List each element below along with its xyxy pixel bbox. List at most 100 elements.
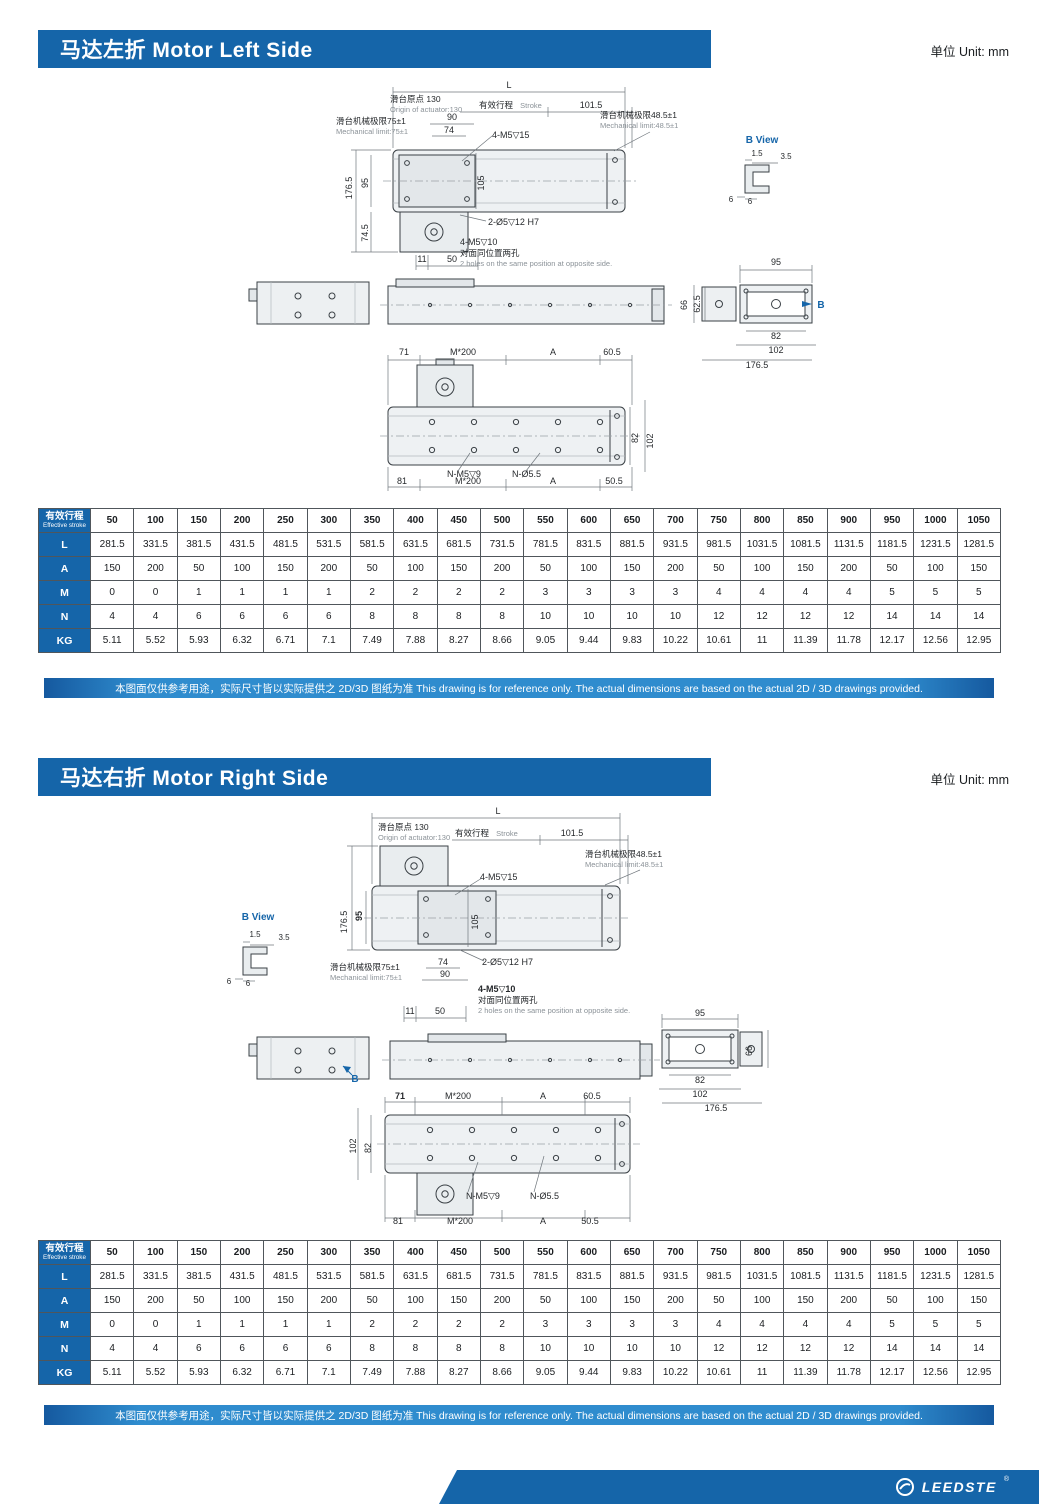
dim-value: 4 [133, 604, 178, 629]
dim-value: 5.93 [176, 628, 221, 653]
dim-label: 74 [438, 957, 448, 967]
dim-value: 1181.5 [869, 1264, 915, 1289]
brand-text: LEEDSTE [921, 1479, 997, 1495]
dim-value: 5 [869, 580, 915, 605]
dim-value: 10 [523, 1336, 568, 1361]
dim-value: 931.5 [653, 1264, 698, 1289]
end-view [659, 1014, 769, 1104]
dim-label: 对面同位置两孔 [478, 995, 538, 1005]
dim-label: 176.5 [746, 360, 769, 370]
dim-label: 50.5 [605, 476, 623, 486]
dim-label: 102 [768, 345, 783, 355]
dim-label: 95 [354, 911, 364, 921]
dim-value: 281.5 [89, 1264, 135, 1289]
top-view [383, 149, 636, 253]
stroke-value: 550 [523, 1240, 568, 1265]
dim-value: 6 [306, 604, 351, 629]
dim-value: 12 [826, 604, 871, 629]
dim-value: 631.5 [393, 532, 438, 557]
dim-value: 12 [783, 604, 828, 629]
stroke-value: 400 [393, 1240, 438, 1265]
dim-value: 1081.5 [783, 532, 828, 557]
dim-value: 10.61 [696, 628, 741, 653]
dim-value: 331.5 [133, 532, 178, 557]
stroke-value: 150 [176, 508, 221, 533]
dim-value: 100 [739, 1288, 785, 1313]
dim-label: 滑台原点 130 [390, 94, 441, 104]
dim-value: 14 [956, 1336, 1002, 1361]
dim-value: 1 [306, 580, 351, 605]
dim-value: 100 [566, 556, 611, 581]
dim-value: 8 [393, 604, 438, 629]
dim-label: 90 [440, 969, 450, 979]
dim-label: 对面同位置两孔 [460, 248, 520, 258]
row-label-kg: KG [38, 628, 91, 653]
dim-value: 8.66 [479, 1360, 525, 1385]
dim-label: 60.5 [583, 1091, 601, 1101]
dim-value: 9.05 [523, 628, 568, 653]
dim-label: 2-Ø5▽12 H7 [482, 957, 533, 967]
dim-label: M*200 [445, 1091, 471, 1101]
dim-value: 12 [739, 1336, 785, 1361]
dim-value: 9.05 [523, 1360, 568, 1385]
stroke-value: 100 [133, 508, 178, 533]
registered-mark: ® [1003, 1476, 1009, 1483]
dim-value: 6 [219, 604, 265, 629]
dim-value: 8 [436, 1336, 481, 1361]
dim-value: 1 [176, 1312, 221, 1337]
dim-value: 200 [653, 1288, 698, 1313]
stroke-value: 300 [306, 1240, 351, 1265]
dim-label: 6 [748, 197, 753, 206]
dim-label: 71 [399, 347, 409, 357]
dim-value: 5 [956, 580, 1002, 605]
dim-value: 2 [349, 580, 395, 605]
dim-value: 3 [653, 1312, 698, 1337]
dim-value: 9.83 [609, 1360, 655, 1385]
dim-label: 101.5 [561, 828, 584, 838]
dim-value: 12.95 [956, 1360, 1002, 1385]
dim-value: 0 [89, 1312, 135, 1337]
dim-value: 200 [306, 556, 351, 581]
stroke-value: 650 [609, 508, 655, 533]
dim-value: 7.49 [349, 628, 395, 653]
row-label-a: A [38, 556, 91, 581]
dim-value: 12 [739, 604, 785, 629]
dim-value: 3 [609, 1312, 655, 1337]
dim-value: 4 [133, 1336, 178, 1361]
dim-value: 2 [436, 580, 481, 605]
dim-label: 95 [360, 178, 370, 188]
dim-value: 10 [653, 1336, 698, 1361]
dim-value: 1081.5 [783, 1264, 828, 1289]
dim-value: 0 [89, 580, 135, 605]
dim-value: 12 [696, 604, 741, 629]
stroke-value: 600 [566, 508, 611, 533]
dim-value: 6 [176, 604, 221, 629]
dim-label: 6 [246, 979, 251, 988]
dim-label: M*200 [455, 476, 481, 486]
row-label-n: N [38, 1336, 91, 1361]
dim-label: 有效行程 [455, 828, 490, 838]
dim-value: 881.5 [609, 1264, 655, 1289]
dim-value: 4 [696, 580, 741, 605]
dim-value: 50 [523, 1288, 568, 1313]
dim-value: 4 [783, 580, 828, 605]
dim-value: 200 [826, 556, 871, 581]
dim-value: 631.5 [393, 1264, 438, 1289]
dim-value: 3 [609, 580, 655, 605]
dim-value: 150 [956, 1288, 1002, 1313]
dim-value: 100 [913, 556, 958, 581]
stroke-value: 850 [783, 508, 828, 533]
dim-value: 150 [609, 556, 655, 581]
dim-value: 731.5 [479, 532, 525, 557]
dim-value: 7.1 [306, 1360, 351, 1385]
stroke-value: 900 [826, 1240, 871, 1265]
dim-label: 74.5 [360, 224, 370, 242]
dim-label: 102 [348, 1138, 358, 1153]
dim-value: 1231.5 [913, 532, 958, 557]
dim-value: 981.5 [696, 532, 741, 557]
side-views [248, 1033, 660, 1080]
section-title-text: 马达右折 Motor Right Side [60, 767, 329, 790]
dim-value: 6 [263, 1336, 308, 1361]
dim-value: 2 [479, 1312, 525, 1337]
